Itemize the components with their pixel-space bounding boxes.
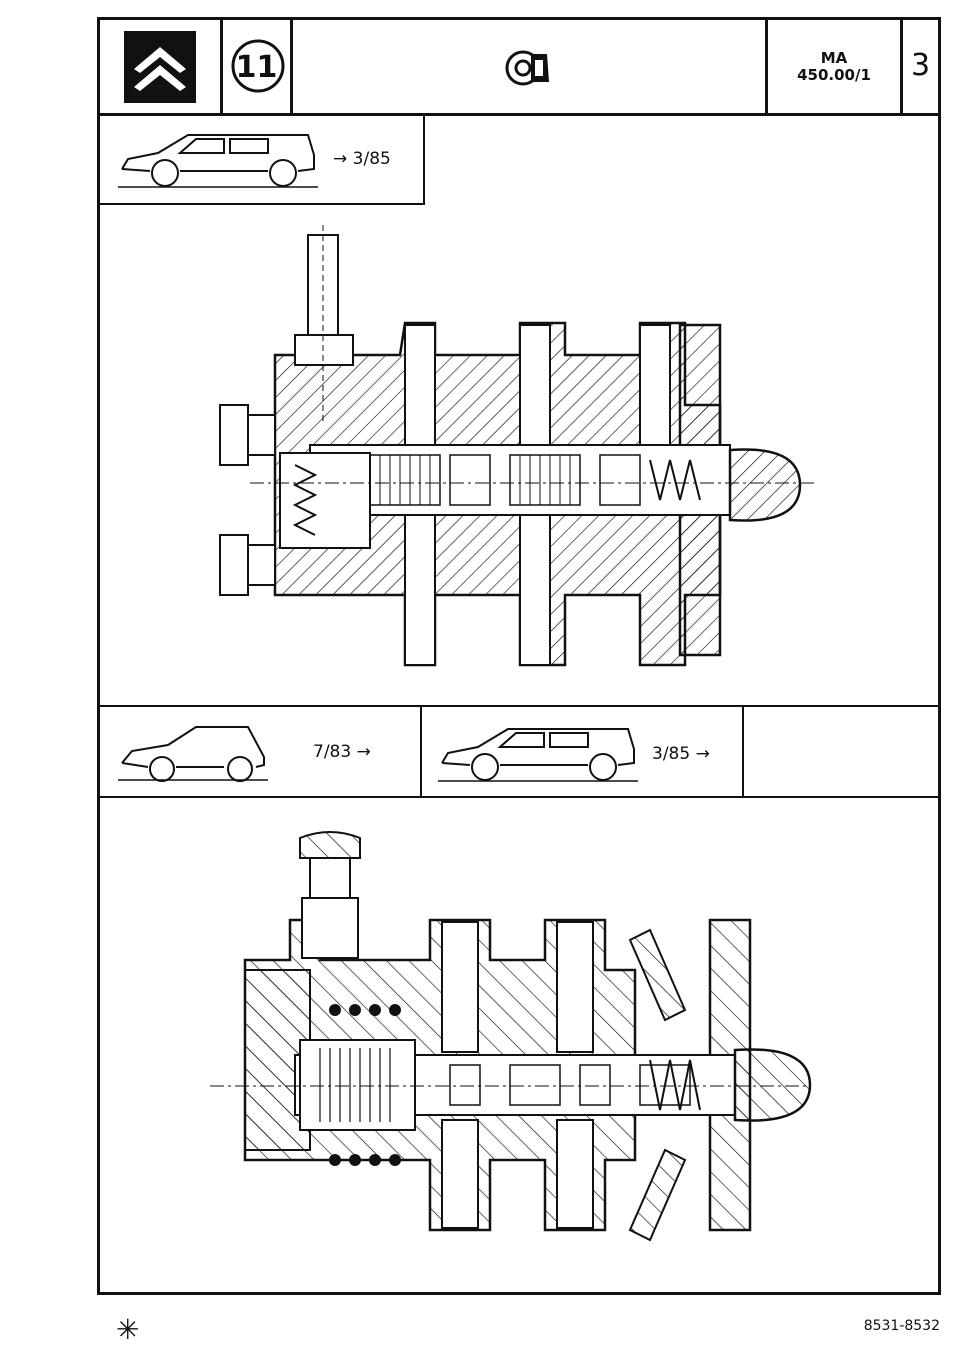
page-number-cell: 3 [903, 20, 938, 113]
brake-disc-caliper-icon [505, 50, 549, 86]
hatchback-car-icon [118, 726, 268, 782]
section-number-badge [231, 39, 285, 93]
doc-code-line2: 450.00/1 [797, 66, 871, 84]
logo-cell [100, 20, 223, 113]
doc-code-line1: MA [820, 49, 848, 67]
footer-symbol: ✳ [116, 1313, 140, 1346]
regulator-section-lower-diagram [210, 831, 812, 1242]
applicability-top: → 3/85 [100, 113, 425, 205]
section-cell: 11 [223, 20, 293, 113]
applicability-top-label: → 3/85 [333, 149, 391, 169]
applicability-band: 7/83 → 3/85 → [100, 705, 938, 798]
applicability-bottom-left-label: 7/83 → [313, 742, 371, 762]
regulator-section-upper-diagram [219, 225, 815, 667]
estate-car-icon [438, 728, 638, 782]
doc-code-cell: MA 450.00/1 [768, 20, 903, 113]
header-bar: 11 MA 450.00/1 3 [100, 20, 938, 116]
title-cell [293, 20, 768, 113]
applicability-bottom-right: 3/85 → [420, 707, 744, 796]
applicability-bottom-left: 7/83 → [100, 707, 422, 796]
page-number: 3 [910, 48, 931, 83]
applicability-bottom-right-label: 3/85 → [652, 744, 710, 764]
footer-reference: 8531-8532 [863, 1318, 940, 1334]
section-number: 11 [235, 50, 278, 85]
citroen-logo-icon [124, 31, 196, 103]
estate-car-icon [118, 134, 318, 188]
page-frame: 11 MA 450.00/1 3 → 3/85 [97, 17, 941, 1295]
